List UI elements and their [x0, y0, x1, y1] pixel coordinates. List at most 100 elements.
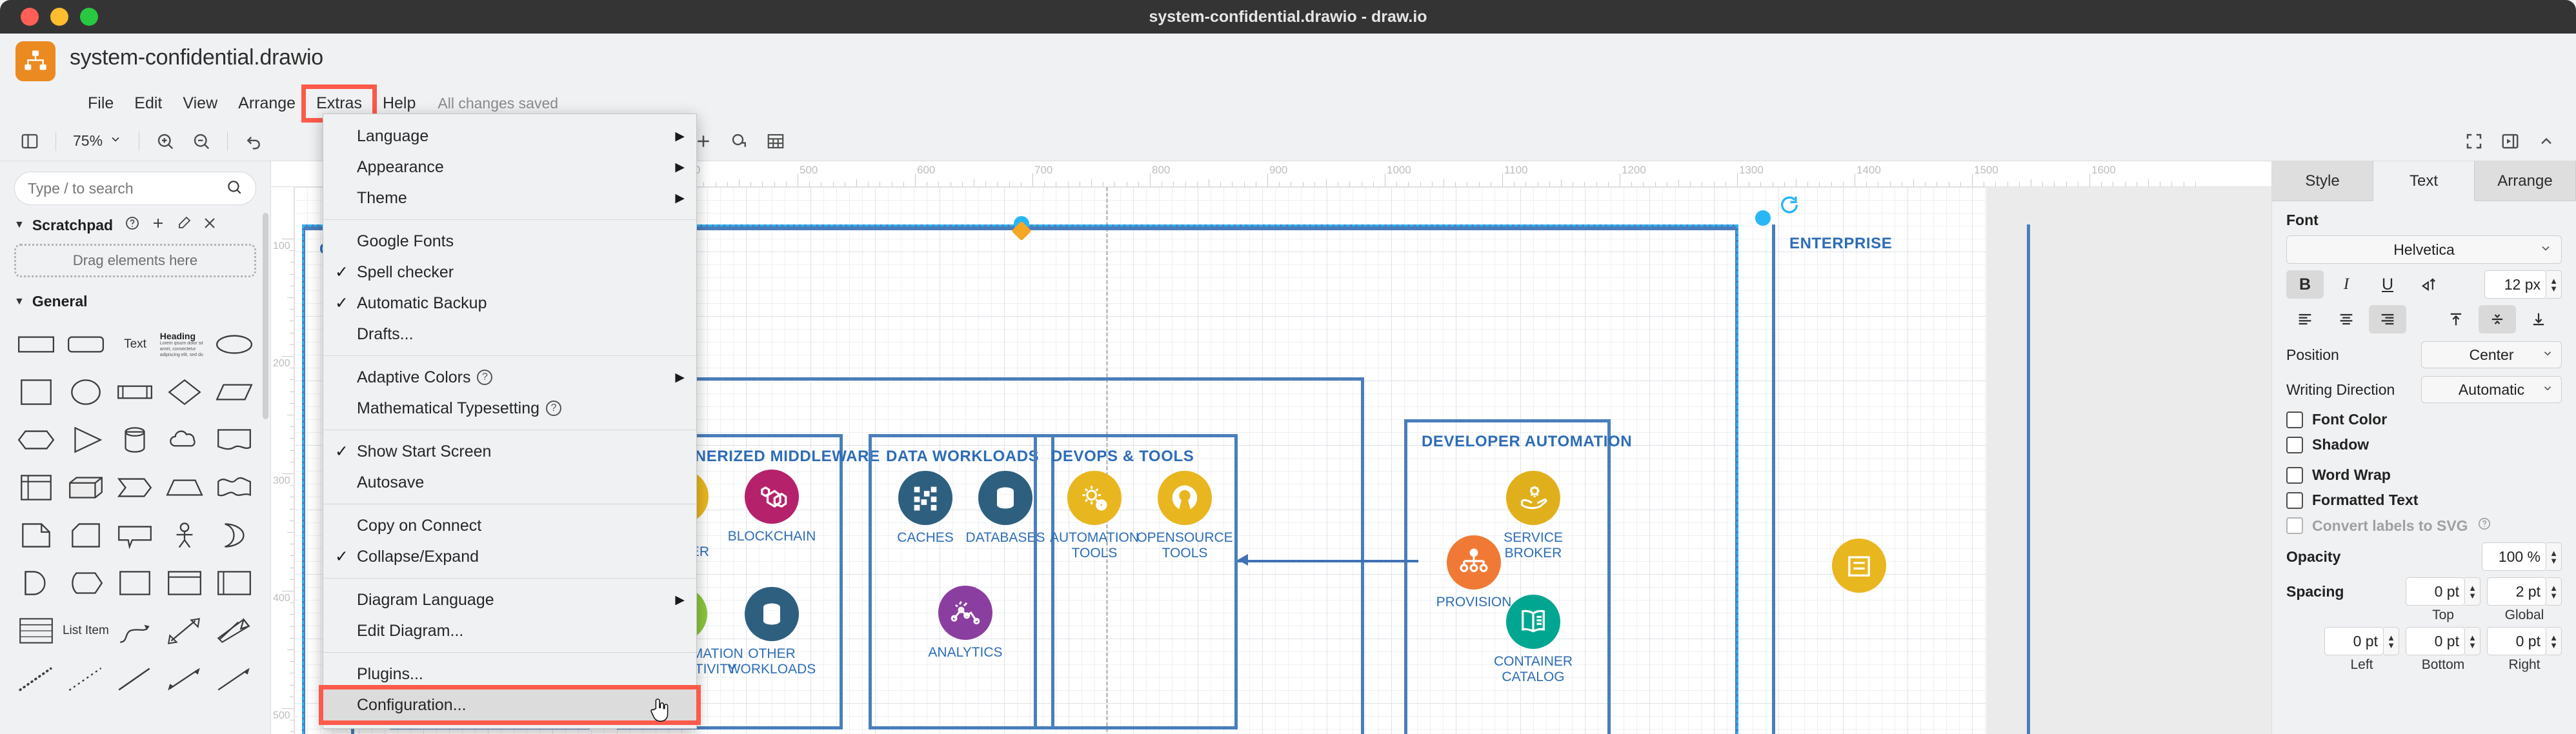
- maximize-window-button[interactable]: [80, 8, 98, 26]
- scratchpad-dropzone[interactable]: Drag elements here: [14, 244, 256, 277]
- shape-dotted-line-thin[interactable]: [61, 655, 111, 702]
- shape-horizontal-container[interactable]: [209, 559, 259, 607]
- menu-item-spell-checker[interactable]: ✓Spell checker: [323, 257, 696, 288]
- shape-step[interactable]: [110, 464, 160, 511]
- shape-callout[interactable]: [110, 511, 160, 559]
- shape-ellipse-wide[interactable]: [209, 321, 259, 368]
- minimize-window-button[interactable]: [50, 8, 68, 26]
- font-size-spinner[interactable]: ▲▼: [2546, 270, 2562, 299]
- menu-item-drafts[interactable]: Drafts...: [323, 319, 696, 350]
- help-icon[interactable]: [2477, 517, 2491, 535]
- shape-process[interactable]: [110, 368, 160, 416]
- opacity-spinner[interactable]: ▲▼: [2546, 542, 2562, 571]
- menu-item-copy-on-connect[interactable]: Copy on Connect: [323, 510, 696, 541]
- shape-curved-arrow[interactable]: [110, 607, 160, 655]
- sidebar-scrollbar[interactable]: [263, 213, 268, 419]
- spacing-left-stepper[interactable]: 0 pt ▲▼: [2324, 627, 2399, 655]
- chevron-up-icon[interactable]: [2528, 126, 2564, 157]
- shape-text[interactable]: Text: [110, 321, 160, 368]
- menu-item-collapse-expand[interactable]: ✓Collapse/Expand: [323, 541, 696, 572]
- group-enterprise[interactable]: ENTERPRISE: [1772, 224, 2030, 734]
- panel-toggle-icon[interactable]: [12, 126, 48, 157]
- shape-list-item[interactable]: List Item: [61, 607, 111, 655]
- selection-handle-top-right[interactable]: [1755, 210, 1771, 226]
- align-middle-icon[interactable]: [2479, 305, 2516, 333]
- shape-vertical-container[interactable]: [160, 559, 210, 607]
- zoom-out-icon[interactable]: [183, 126, 219, 157]
- spacing-top-spinner[interactable]: ▲▼: [2465, 577, 2480, 606]
- vertical-text-icon[interactable]: [2410, 270, 2448, 299]
- zoom-in-icon[interactable]: [147, 126, 183, 157]
- bold-button[interactable]: B: [2286, 270, 2324, 299]
- menu-item-configuration[interactable]: Configuration...: [319, 685, 701, 725]
- edit-icon[interactable]: [176, 215, 192, 235]
- shape-hexagon[interactable]: [12, 416, 61, 464]
- undo-icon[interactable]: [236, 126, 272, 157]
- menu-item-show-start-screen[interactable]: ✓Show Start Screen: [323, 436, 696, 467]
- rotate-icon[interactable]: [1778, 195, 1800, 222]
- shape-double-arrow-line[interactable]: [160, 655, 210, 702]
- group-devops-tools[interactable]: DEVOPS & TOOLS: [1034, 434, 1238, 729]
- align-left-icon[interactable]: [2286, 305, 2324, 333]
- search-input[interactable]: [28, 179, 226, 197]
- shape-triangle[interactable]: [61, 416, 111, 464]
- close-icon[interactable]: [202, 215, 217, 235]
- zoom-control[interactable]: 75%: [64, 132, 131, 150]
- menu-item-appearance[interactable]: Appearance▶: [323, 152, 696, 183]
- format-panel-icon[interactable]: [2492, 126, 2528, 157]
- spacing-global-stepper[interactable]: 2 pt ▲▼: [2487, 577, 2562, 606]
- spacing-top-value[interactable]: 0 pt: [2406, 577, 2465, 606]
- checkbox-word-wrap[interactable]: Word Wrap: [2286, 466, 2562, 484]
- spacing-left-spinner[interactable]: ▲▼: [2384, 627, 2399, 655]
- spacing-right-spinner[interactable]: ▲▼: [2546, 627, 2562, 655]
- align-center-icon[interactable]: [2328, 305, 2365, 333]
- close-window-button[interactable]: [21, 8, 39, 26]
- node-caches[interactable]: CACHES: [874, 471, 977, 546]
- plus-icon[interactable]: [150, 215, 166, 235]
- menu-arrange[interactable]: Arrange: [238, 94, 296, 112]
- menu-item-theme[interactable]: Theme▶: [323, 183, 696, 213]
- checkbox-shadow[interactable]: Shadow: [2286, 436, 2562, 453]
- spacing-right-value[interactable]: 0 pt: [2487, 627, 2546, 655]
- position-select[interactable]: Center: [2421, 341, 2562, 368]
- group-data-workloads[interactable]: DATA WORKLOADS: [869, 434, 1054, 729]
- menu-item-automatic-backup[interactable]: ✓Automatic Backup: [323, 288, 696, 319]
- spacing-bottom-value[interactable]: 0 pt: [2406, 627, 2465, 655]
- fullscreen-icon[interactable]: [2456, 126, 2492, 157]
- section-header-general[interactable]: ▼ General: [0, 286, 270, 317]
- shape-arrow-line[interactable]: [209, 655, 259, 702]
- checkbox-box[interactable]: [2286, 436, 2303, 453]
- shape-card[interactable]: [61, 511, 111, 559]
- shape-square[interactable]: [12, 368, 61, 416]
- shape-rounded-rectangle[interactable]: [61, 321, 111, 368]
- shape-rectangle[interactable]: [12, 321, 61, 368]
- menu-help[interactable]: Help: [382, 94, 416, 112]
- shape-document[interactable]: [209, 416, 259, 464]
- menu-item-language[interactable]: Language▶: [323, 121, 696, 152]
- checkbox-box[interactable]: [2286, 466, 2303, 484]
- tab-style[interactable]: Style: [2272, 161, 2373, 201]
- help-icon[interactable]: [125, 215, 140, 235]
- help-icon[interactable]: ?: [477, 370, 493, 385]
- shape-internal-storage[interactable]: [12, 464, 61, 511]
- spacing-top-stepper[interactable]: 0 pt ▲▼: [2406, 577, 2480, 606]
- shape-cloud[interactable]: [160, 416, 210, 464]
- shape-icon[interactable]: [721, 126, 758, 157]
- shape-dotted-line-thick[interactable]: [12, 655, 61, 702]
- shape-container[interactable]: [110, 559, 160, 607]
- shape-parallelogram[interactable]: [209, 368, 259, 416]
- menu-extras[interactable]: Extras: [301, 84, 377, 123]
- font-size-value[interactable]: 12 px: [2484, 270, 2546, 299]
- spacing-bottom-spinner[interactable]: ▲▼: [2465, 627, 2480, 655]
- underline-button[interactable]: U: [2369, 270, 2406, 299]
- menu-item-autosave[interactable]: Autosave: [323, 467, 696, 498]
- menu-item-mathematical-typesetting[interactable]: Mathematical Typesetting?: [323, 393, 696, 424]
- shape-delay[interactable]: [12, 559, 61, 607]
- node-blockchain[interactable]: BLOCKCHAIN: [720, 470, 823, 544]
- plus-icon[interactable]: [685, 126, 721, 157]
- table-icon[interactable]: [758, 126, 794, 157]
- spacing-global-spinner[interactable]: ▲▼: [2546, 577, 2562, 606]
- shape-trapezoid[interactable]: [160, 464, 210, 511]
- shape-block-arrow[interactable]: [209, 607, 259, 655]
- shape-note[interactable]: [12, 511, 61, 559]
